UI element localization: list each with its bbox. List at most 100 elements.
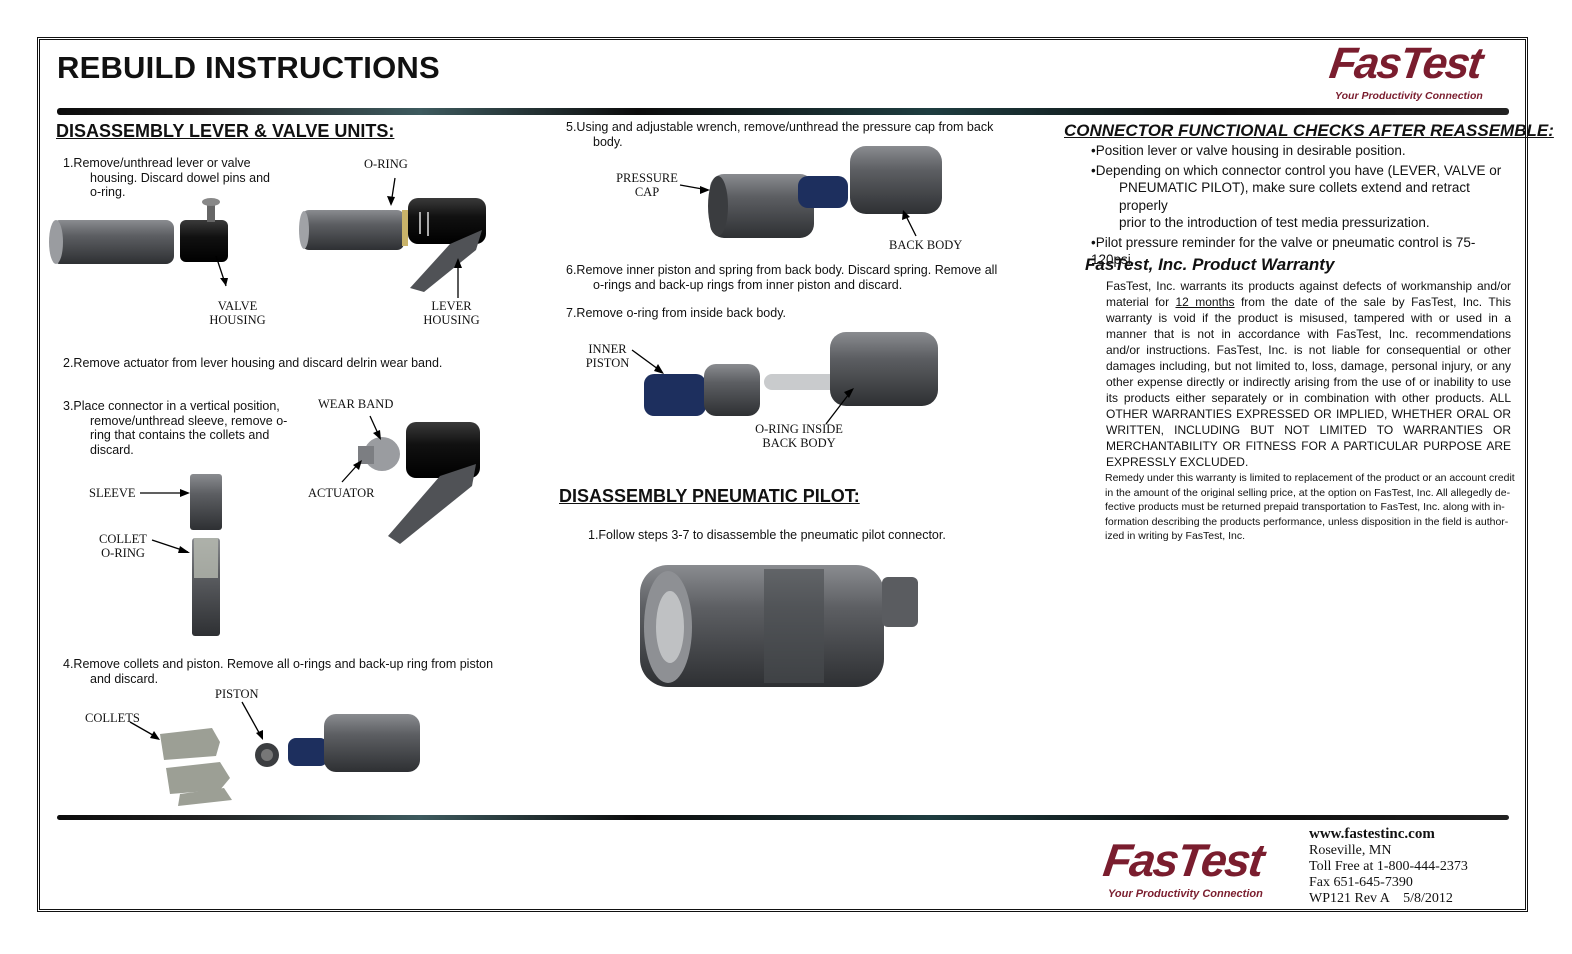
pressure-cap-shape [710, 174, 814, 238]
lever-housing-shape [406, 422, 480, 478]
remedy-line: ized in writing by FasTest, Inc. [1105, 530, 1246, 542]
check-item: •Position lever or valve housing in desi… [1091, 143, 1406, 158]
collets-shape [160, 728, 232, 806]
check-line: •Depending on which connector control yo… [1091, 162, 1502, 178]
step-1-line: o-ring. [90, 185, 126, 199]
label-line: INNER [588, 342, 627, 356]
label-line: O-RING [101, 546, 145, 560]
step-6-line: 6.Remove inner piston and spring from ba… [566, 263, 998, 277]
step-7: 7.Remove o-ring from inside back body. [566, 306, 787, 320]
label-line: BACK BODY [762, 436, 836, 450]
check-item: •Pilot pressure reminder for the valve o… [1091, 234, 1476, 268]
logo-bottom: FasTest Your Productivity Connection [1100, 834, 1284, 905]
pilot-step-1: 1.Follow steps 3-7 to disassemble the pn… [588, 528, 946, 542]
connector-body-shape [302, 210, 404, 250]
step-1-line: 1.Remove/unthread lever or valve [63, 156, 251, 170]
footer-divider [57, 815, 1509, 820]
warranty-part: FasTest, Inc. warrants its products agai… [1106, 279, 1511, 309]
label-line: LEVER [431, 299, 472, 313]
pilot-connector-illustration [640, 565, 918, 687]
inner-piston-shape [644, 374, 706, 416]
label-o-ring-inside-back-body: O-RING INSIDE BACK BODY [748, 422, 850, 450]
logo-top: FasTest Your Productivity Connection [1327, 39, 1500, 102]
step-3: 3.Place connector in a vertical position… [63, 399, 303, 457]
functional-checks-list: •Position lever or valve housing in desi… [1091, 142, 1511, 269]
label-line: HOUSING [423, 313, 480, 327]
label-line: CAP [634, 185, 660, 199]
contact-fax: Fax 651-645-7390 [1309, 875, 1413, 890]
label-valve-housing: VALVE HOUSING [205, 299, 270, 327]
page-frame [37, 37, 1528, 912]
warranty-heading: FasTest, Inc. Product Warranty [1085, 255, 1335, 274]
label-lever-housing: LEVER HOUSING [419, 299, 484, 327]
logo-wordmark: FasTest [1326, 39, 1485, 88]
step1-parts-illustration [49, 177, 486, 298]
step-4-line: 4.Remove collets and piston. Remove all … [63, 657, 494, 671]
step-3-line: discard. [90, 442, 134, 457]
step-5-line: body. [593, 134, 623, 149]
back-body-shape [324, 714, 420, 772]
contact-block: www.fastestinc.com Roseville, MN Toll Fr… [1309, 826, 1468, 907]
step-3-line: 3.Place connector in a vertical position… [63, 399, 280, 413]
label-actuator: ACTUATOR [308, 486, 375, 500]
warranty-part: from the date of the sale by FasTest, In… [1106, 295, 1511, 469]
logo-tagline: Your Productivity Connection [1108, 888, 1263, 900]
label-pressure-cap: PRESSURE CAP [612, 171, 682, 199]
remedy-text: Remedy under this warranty is limited to… [1105, 471, 1515, 544]
step3-parts-illustration [140, 415, 480, 636]
label-collet-o-ring: COLLET O-RING [92, 532, 154, 560]
step4-parts-illustration [129, 701, 420, 806]
label-line: VALVE [217, 299, 258, 313]
warranty-text: FasTest, Inc. warrants its products agai… [1106, 278, 1511, 470]
step-4-line: and discard. [90, 671, 159, 686]
piston-shape [288, 738, 328, 766]
connector-body-shape [52, 220, 174, 264]
page-title: REBUILD INSTRUCTIONS [57, 50, 440, 85]
remedy-line: formation describing the products perfor… [1105, 515, 1509, 528]
label-wear-band: WEAR BAND [318, 397, 394, 411]
contact-city: Roseville, MN [1309, 843, 1392, 858]
valve-housing-shape [180, 220, 228, 262]
label-o-ring: O-RING [364, 157, 408, 171]
label-line: PRESSURE [616, 171, 678, 185]
label-back-body: BACK BODY [889, 238, 963, 252]
label-sleeve: SLEEVE [89, 486, 136, 500]
remedy-line: fective products must be returned prepai… [1105, 501, 1505, 513]
document-id: WP121 Rev A 5/8/2012 [1309, 891, 1453, 906]
lever-valve-heading: DISASSEMBLY LEVER & VALVE UNITS: [56, 121, 395, 141]
label-line: HOUSING [209, 313, 266, 327]
website-link[interactable]: www.fastestinc.com [1309, 826, 1435, 842]
label-line: COLLET [99, 532, 147, 546]
step-5: 5.Using and adjustable wrench, remove/un… [566, 120, 1006, 149]
step-2: 2.Remove actuator from lever housing and… [63, 356, 443, 370]
label-collets: COLLETS [85, 711, 140, 725]
step5-parts-illustration [679, 146, 942, 238]
functional-checks-heading: CONNECTOR FUNCTIONAL CHECKS AFTER REASSE… [1064, 121, 1554, 140]
lever-handle-shape [388, 464, 476, 544]
step-4: 4.Remove collets and piston. Remove all … [63, 657, 503, 686]
step-6-line: o-rings and back-up rings from inner pis… [593, 277, 903, 292]
label-piston: PISTON [215, 687, 259, 701]
step-5-line: 5.Using and adjustable wrench, remove/un… [566, 120, 994, 134]
lever-handle-shape [410, 230, 482, 292]
step7-parts-illustration [631, 332, 938, 425]
check-line: prior to the introduction of test media … [1119, 215, 1430, 230]
contact-phone: Toll Free at 1-800-444-2373 [1309, 859, 1468, 874]
check-item: •Depending on which connector control yo… [1091, 162, 1511, 232]
label-inner-piston: INNER PISTON [580, 342, 635, 370]
label-line: O-RING INSIDE [755, 422, 843, 436]
step-3-line: remove/unthread sleeve, remove o- [90, 413, 288, 428]
check-line: PNEUMATIC PILOT), make sure collets exte… [1119, 180, 1470, 213]
step-6: 6.Remove inner piston and spring from ba… [566, 263, 1006, 292]
pilot-port-shape [882, 577, 918, 627]
header-divider [57, 108, 1509, 115]
label-line: PISTON [585, 356, 630, 370]
back-body-shape [850, 146, 942, 214]
step-1-line: housing. Discard dowel pins and [90, 170, 270, 185]
back-body-shape [830, 332, 938, 406]
pneumatic-pilot-heading: DISASSEMBLY PNEUMATIC PILOT: [559, 486, 860, 506]
step-3-line: ring that contains the collets and [90, 428, 270, 442]
warranty-term: 12 months [1175, 295, 1235, 309]
step-1: 1.Remove/unthread lever or valve housing… [63, 156, 303, 200]
logo-wordmark: FasTest [1100, 834, 1266, 886]
